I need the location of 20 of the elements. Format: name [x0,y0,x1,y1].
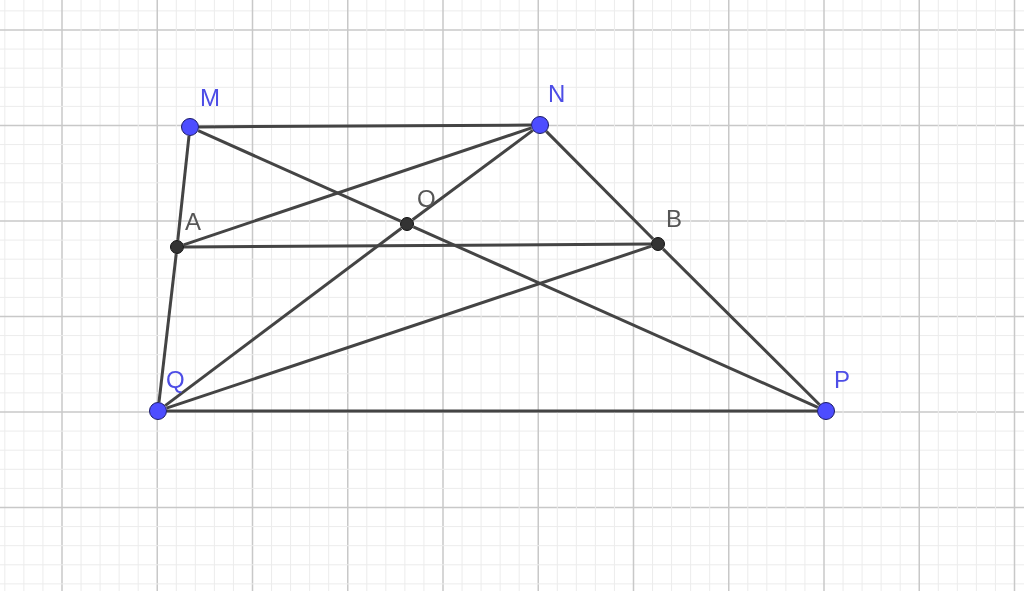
line-segment [545,130,655,241]
point-label: N [548,81,566,107]
line-segment [661,247,821,406]
line-segment [184,242,651,249]
point-label: A [185,209,201,235]
line-segment [167,409,817,413]
line-segment [199,123,531,129]
line-segment [166,244,652,410]
line-segment [183,126,532,247]
point-label: Q [166,367,185,393]
line-segment [164,227,403,407]
point-label: M [200,85,220,111]
line-segment [176,135,191,241]
line-segment [412,225,819,409]
point-label: P [834,367,850,393]
point-label: O [417,186,436,212]
line-segment [197,129,402,223]
line-segment [157,253,178,403]
point-label: B [666,206,682,232]
line-segment [411,129,534,221]
